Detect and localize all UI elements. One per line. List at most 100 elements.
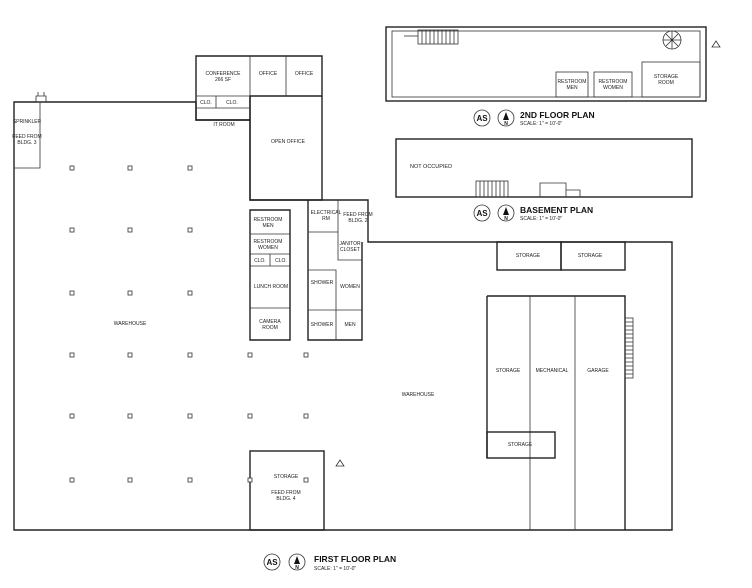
column-marker <box>69 165 75 171</box>
loading-ramp <box>624 317 634 379</box>
feed-bldg3-label-2: BLDG. 3 <box>17 140 36 146</box>
storage-bottom <box>249 450 325 531</box>
column-marker <box>127 352 133 358</box>
column-marker <box>127 227 133 233</box>
column-marker <box>187 477 193 483</box>
storage-bay-label: STORAGE <box>496 368 521 374</box>
column-marker <box>247 352 253 358</box>
restroom-core-west-partitions <box>250 233 290 309</box>
spiral-stair <box>662 30 682 50</box>
first-floor-title: FIRST FLOOR PLAN <box>314 554 396 564</box>
basement-title: BASEMENT PLAN <box>520 205 593 215</box>
column-marker <box>69 413 75 419</box>
structural-columns <box>69 165 309 483</box>
clo-4-label: CLO. <box>275 258 287 264</box>
column-marker <box>69 352 75 358</box>
restroom-core-east-partitions <box>308 200 362 340</box>
north-arrow-circle <box>497 109 515 127</box>
north-arrow-letter-2: N <box>504 216 508 222</box>
men-label: MEN <box>344 322 356 328</box>
lunch-room-label: LUNCH ROOM <box>254 284 288 290</box>
storage-bottom-label: STORAGE <box>274 474 299 480</box>
triangle-marker <box>711 40 721 48</box>
feed-bldg4-label-2: BLDG. 4 <box>276 496 295 502</box>
sprinkler-riser-icon <box>35 92 47 103</box>
storage-top-2-label: STORAGE <box>578 253 603 259</box>
clo-2-label: CLO. <box>226 100 238 106</box>
janitor-label-1: JANITOR <box>339 241 361 247</box>
feed-bldg4-label-1: FEED FROM <box>271 490 300 496</box>
it-room-label: IT ROOM <box>213 122 234 128</box>
column-marker <box>127 477 133 483</box>
second-floor-restroom-women-label-2: WOMEN <box>603 85 623 91</box>
as-badge-circle-3 <box>263 553 281 571</box>
janitor-label-2: CLOSET <box>340 247 360 253</box>
second-floor-plan: RESTROOM MEN RESTROOM WOMEN STORAGE ROOM <box>385 26 721 102</box>
conference-label: CONFERENCE <box>205 71 241 77</box>
as-badge-2: AS <box>476 209 488 218</box>
office-block-outline <box>195 55 323 121</box>
electrical-label-1: ELECTRICAL <box>311 210 342 216</box>
restroom-core-west <box>249 209 291 341</box>
basement-stair <box>475 180 509 198</box>
open-office-outline <box>249 96 323 201</box>
column-marker <box>187 165 193 171</box>
column-marker <box>187 352 193 358</box>
basement-partition <box>539 182 581 197</box>
warehouse-east-label: WAREHOUSE <box>402 392 435 398</box>
first-floor-title-block: AS N FIRST FLOOR PLAN SCALE: 1" = 10'-0" <box>263 553 396 572</box>
as-badge: AS <box>476 114 488 123</box>
feed-bldg3-label-1: FEED FROM <box>12 134 41 140</box>
restroom-women-label-2: WOMEN <box>258 245 278 251</box>
second-floor-restroom-women-label-1: RESTROOM <box>599 79 628 85</box>
mechanical-label: MECHANICAL <box>536 368 569 374</box>
north-arrow-circle-2 <box>497 204 515 222</box>
second-floor-title: 2ND FLOOR PLAN <box>520 110 595 120</box>
storage-small <box>486 431 556 459</box>
column-marker <box>127 413 133 419</box>
second-floor-restroom-men <box>555 71 589 98</box>
restroom-men-label-1: RESTROOM <box>254 217 283 223</box>
north-arrow-icon <box>503 112 509 120</box>
column-marker <box>247 477 253 483</box>
electrical-label-2: RM <box>322 216 330 222</box>
column-marker <box>187 290 193 296</box>
restroom-men-label-2: MEN <box>262 223 274 229</box>
feed-bldg2-label-2: BLDG. 2 <box>348 218 367 224</box>
column-marker <box>187 413 193 419</box>
as-badge-circle-2 <box>473 204 491 222</box>
north-arrow-icon-3 <box>294 556 300 564</box>
camera-room-label-1: CAMERA <box>259 319 281 325</box>
office-partitions <box>196 56 287 109</box>
basement-scale: SCALE: 1" = 10'-0" <box>520 216 562 222</box>
second-floor-outline <box>385 26 707 102</box>
clo-1-label: CLO. <box>200 100 212 106</box>
as-badge-circle <box>473 109 491 127</box>
column-marker <box>69 227 75 233</box>
east-bays-dividers <box>529 296 576 530</box>
first-floor-plan: CONFERENCE 266 SF OFFICE OFFICE CLO. CLO… <box>12 55 673 531</box>
column-marker <box>303 477 309 483</box>
women-label: WOMEN <box>340 284 360 290</box>
storage-top-2 <box>560 241 626 271</box>
triangle-marker-2 <box>335 459 345 467</box>
restroom-women-label-1: RESTROOM <box>254 239 283 245</box>
second-floor-restroom-men-label-1: RESTROOM <box>558 79 587 85</box>
east-bays-outline <box>486 295 626 530</box>
basement-outline <box>395 138 693 198</box>
camera-room-label-2: ROOM <box>262 325 278 331</box>
as-badge-3: AS <box>266 558 278 567</box>
second-floor-storage-label-2: ROOM <box>658 80 674 86</box>
basement-plan: NOT OCCUPIED <box>395 138 693 198</box>
warehouse-west-label: WAREHOUSE <box>114 321 147 327</box>
second-floor-storage-label-1: STORAGE <box>654 74 679 80</box>
basement-not-occupied: NOT OCCUPIED <box>410 164 452 170</box>
first-floor-scale: SCALE: 1" = 10'-0" <box>314 566 356 572</box>
conference-sf: 266 SF <box>215 77 231 83</box>
second-floor-scale: SCALE: 1" = 10'-0" <box>520 121 562 127</box>
second-floor-restroom-men-label-2: MEN <box>566 85 578 91</box>
column-marker <box>127 165 133 171</box>
second-floor-title-block: AS N 2ND FLOOR PLAN SCALE: 1" = 10'-0" <box>473 109 595 127</box>
